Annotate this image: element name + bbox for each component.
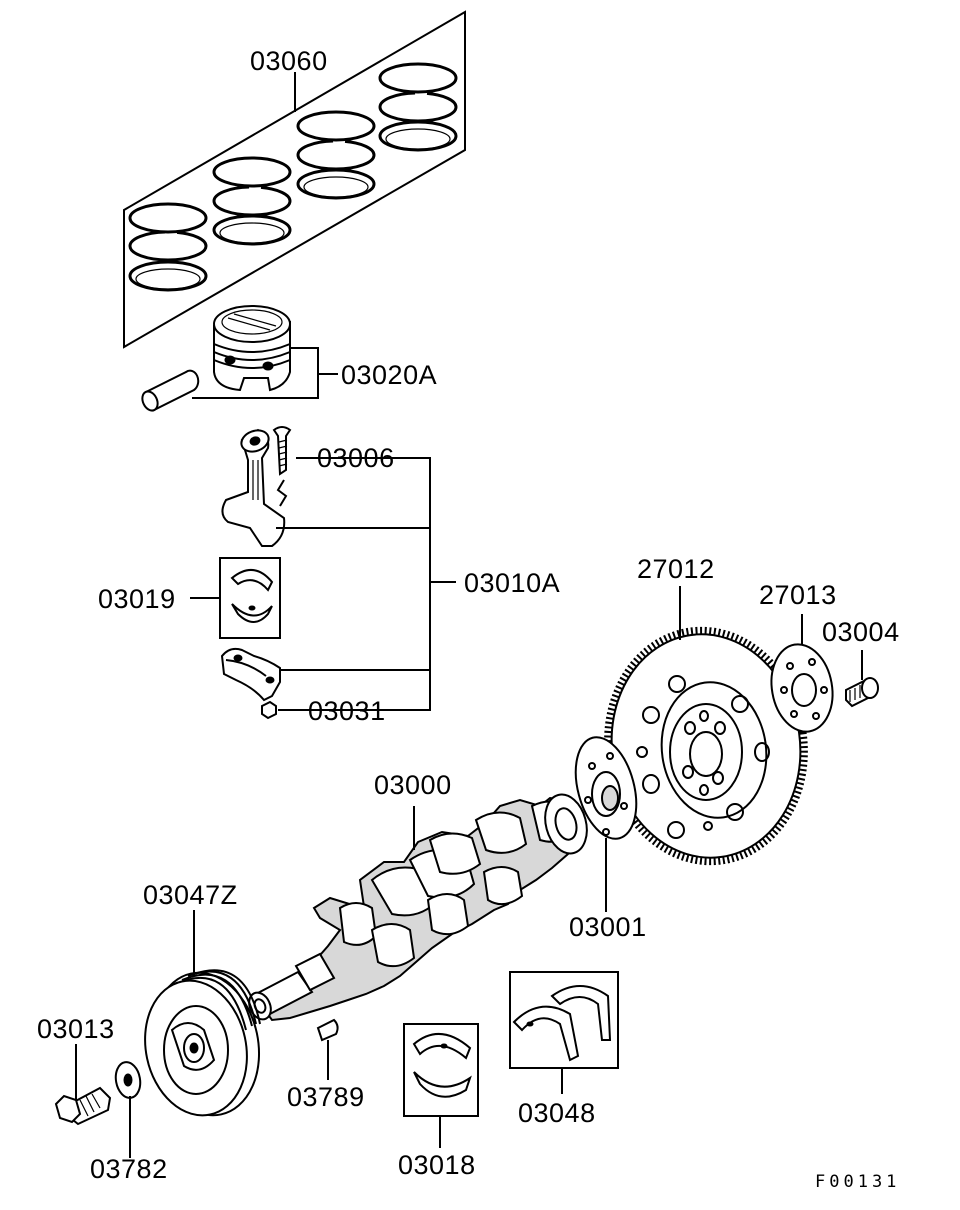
crank-webs xyxy=(338,800,578,968)
label-03048: 03048 xyxy=(518,1098,596,1128)
label-03789: 03789 xyxy=(287,1082,365,1112)
rod-bolt xyxy=(272,426,292,507)
label-03013: 03013 xyxy=(37,1014,115,1044)
woodruff-key xyxy=(316,1018,339,1080)
label-03019: 03019 xyxy=(98,584,176,614)
crankshaft xyxy=(248,793,588,1022)
crank-flange xyxy=(544,793,588,855)
label-03060: 03060 xyxy=(250,46,328,76)
label-03018: 03018 xyxy=(398,1150,476,1180)
label-03782: 03782 xyxy=(90,1154,168,1184)
crank-bolt xyxy=(54,1044,112,1126)
piston-ring-set xyxy=(123,10,466,349)
connecting-rod-assembly xyxy=(220,426,456,720)
label-03000: 03000 xyxy=(374,770,452,800)
rod-cap xyxy=(220,647,281,702)
flywheel-bolt xyxy=(845,650,879,708)
piston-pin xyxy=(141,369,200,412)
rod-bearing-box xyxy=(190,557,281,639)
label-03031: 03031 xyxy=(308,696,386,726)
label-27013: 27013 xyxy=(759,580,837,610)
ring-group-3 xyxy=(296,110,376,200)
pilot-bushing xyxy=(574,736,638,912)
label-03020A: 03020A xyxy=(341,360,438,390)
label-27012: 27012 xyxy=(637,554,715,584)
label-03001: 03001 xyxy=(569,912,647,942)
label-03006: 03006 xyxy=(317,443,395,473)
thrust-washer-box xyxy=(509,971,619,1094)
crank-nose xyxy=(248,952,336,1021)
label-03010A: 03010A xyxy=(464,568,561,598)
adapter-plate xyxy=(770,614,834,733)
drive-plate-holes xyxy=(636,675,770,839)
figure-code: F00131 xyxy=(815,1172,901,1192)
ring-group-4 xyxy=(378,62,458,152)
damper-pulley xyxy=(144,910,261,1117)
rod-nut xyxy=(261,700,277,720)
piston-assembly xyxy=(141,305,338,412)
label-03004: 03004 xyxy=(822,617,900,647)
washer xyxy=(114,1061,142,1158)
ring-group-1 xyxy=(128,202,208,292)
label-03047Z: 03047Z xyxy=(143,880,238,910)
ring-group-2 xyxy=(212,156,292,246)
main-bearing-box xyxy=(403,1023,479,1148)
